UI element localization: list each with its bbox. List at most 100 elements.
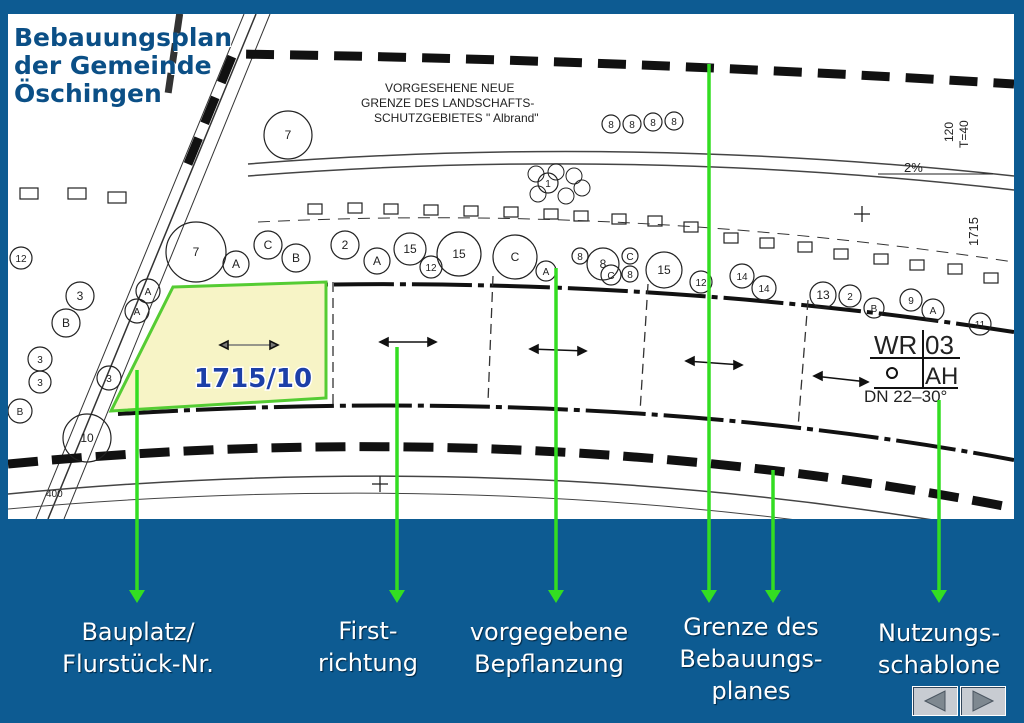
tree-label: 15	[657, 263, 671, 277]
tree-circle	[921, 298, 945, 322]
tree-circle	[65, 281, 95, 311]
tree-circle	[281, 243, 311, 273]
label-bauplatz: Bauplatz/ Flurstück-Nr.	[40, 616, 236, 680]
tree-circle	[263, 110, 313, 160]
tree-label: C	[626, 252, 633, 263]
tree-circle	[330, 230, 360, 260]
tree-circle	[809, 281, 837, 309]
tree-circle	[968, 312, 992, 336]
tree-label: B	[871, 304, 878, 315]
upper-path	[247, 150, 1014, 191]
plan-boundary-top	[183, 49, 1014, 166]
survey-marks	[372, 206, 870, 492]
tree-circle	[9, 246, 33, 270]
tree-circle	[363, 247, 391, 275]
triangle-left-icon	[923, 690, 946, 712]
tree-circle	[96, 365, 122, 391]
label-nutzung-line-2: schablone	[877, 651, 1001, 679]
label-bauplatz-line-2: Flurstück-Nr.	[62, 650, 214, 678]
title-line-1: Bebauungsplan	[14, 23, 233, 52]
tree-circle	[664, 111, 684, 131]
road-lines	[35, 14, 271, 519]
tree-circle	[436, 231, 482, 277]
label-nutzung: Nutzungs- schablone	[864, 617, 1014, 681]
tree-label: 2	[847, 292, 853, 303]
next-slide-button[interactable]	[960, 686, 1006, 716]
tree-label: 8	[627, 270, 633, 281]
tree-circle	[689, 270, 713, 294]
tree-label: 13	[816, 288, 830, 302]
zoning-dwelling: AH	[925, 363, 958, 390]
tree-label: 2	[342, 238, 349, 252]
label-grenze-line-3: planes	[711, 677, 791, 705]
previous-slide-button[interactable]	[912, 686, 958, 716]
shrub-circle	[565, 167, 583, 185]
shrub-circle	[529, 185, 547, 203]
tree-circle	[51, 308, 81, 338]
elevation-label: 120	[942, 122, 956, 142]
tree-circle	[253, 230, 283, 260]
tree-label: 8	[608, 120, 614, 131]
tree-circle	[165, 221, 227, 283]
slide-title: Bebauungsplan der Gemeinde Öschingen	[14, 24, 232, 108]
zoning-number: 03	[925, 330, 954, 360]
tree-label: 8	[629, 120, 635, 131]
tree-label: C	[264, 238, 273, 252]
label-pflanzung-line-2: Bepflanzung	[474, 650, 624, 678]
tree-label: A	[145, 287, 152, 298]
tree-label: A	[543, 267, 550, 278]
tree-circle	[135, 278, 161, 304]
tree-circle	[8, 398, 33, 424]
tree-label: A	[373, 254, 381, 268]
tree-circle	[751, 275, 777, 301]
tree-label: 8	[577, 252, 583, 263]
shrub-circle	[527, 165, 545, 183]
parcel-number: 1715/10	[194, 364, 312, 394]
tree-label: 7	[193, 245, 200, 259]
tree-circle	[600, 264, 622, 286]
tree-label: 7	[285, 128, 292, 142]
tree-label: 1	[545, 179, 551, 190]
zoning-use: WR	[874, 330, 917, 360]
tree-circle	[622, 114, 642, 134]
tree-label: 14	[736, 272, 748, 283]
tree-label: C	[511, 250, 520, 264]
zoning-template: WR 03 AH DN 22–30°	[864, 329, 961, 406]
slope-label: 2%	[904, 160, 923, 175]
tree-label: B	[292, 251, 300, 265]
protection-note-line-1: VORGESEHENE NEUE	[385, 81, 514, 95]
tree-label: 15	[452, 247, 466, 261]
label-first-line-1: First-	[338, 617, 398, 645]
tree-label: C	[607, 271, 614, 282]
tree-label: A	[930, 306, 937, 317]
tree-label: 12	[695, 278, 707, 289]
tree-circle	[571, 247, 589, 265]
tree-label: 11	[975, 320, 986, 331]
tree-label: 15	[403, 242, 417, 256]
protection-note-line-3: SCHUTZGEBIETES " Albrand"	[374, 111, 539, 125]
hedge-symbols	[19, 187, 999, 284]
parcel-edge-label: 1715	[966, 217, 981, 246]
ratio-label: T=40	[957, 120, 971, 148]
tree-circle	[899, 288, 923, 312]
highlighted-parcel	[108, 280, 328, 413]
ground-label: 400	[46, 489, 63, 500]
triangle-right-icon	[972, 690, 995, 712]
tree-circle	[838, 284, 862, 308]
protection-note-line-2: GRENZE DES LANDSCHAFTS-	[361, 96, 534, 110]
label-pflanzung-line-1: vorgegebene	[469, 618, 629, 646]
tree-label: 3	[106, 374, 112, 385]
tree-label: 12	[425, 263, 437, 274]
title-line-2: der Gemeinde	[14, 51, 212, 80]
label-bauplatz-line-1: Bauplatz/	[81, 618, 195, 646]
tree-circle	[62, 413, 112, 463]
zoning-roof: DN 22–30°	[864, 387, 947, 406]
label-first-line-2: richtung	[317, 649, 418, 677]
tree-circle	[124, 298, 150, 324]
tree-label: A	[134, 307, 141, 318]
tree-circle	[863, 297, 885, 319]
slide-navigation	[912, 686, 1008, 716]
shrub-circle	[557, 187, 575, 205]
